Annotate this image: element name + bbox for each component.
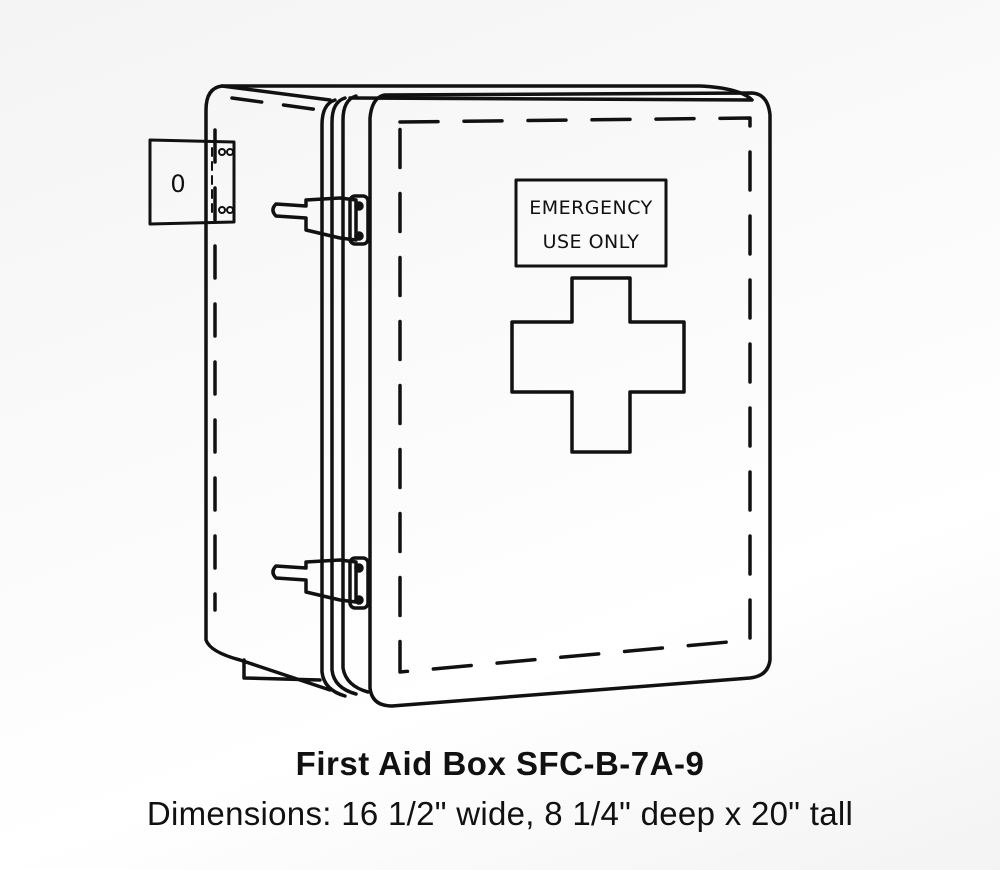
lower-hinge-plate bbox=[348, 556, 370, 610]
front-door bbox=[368, 91, 772, 708]
emergency-sign bbox=[514, 178, 668, 268]
door-frame-inner bbox=[341, 94, 370, 694]
lower-latch bbox=[271, 558, 358, 604]
sign-line-1: EMERGENCY bbox=[529, 197, 653, 219]
side-dashes bbox=[230, 96, 322, 112]
product-title: First Aid Box SFC-B-7A-9 bbox=[295, 745, 705, 782]
box-side-panel bbox=[204, 84, 754, 692]
cross-symbol bbox=[510, 276, 686, 454]
hasp-rivet bbox=[218, 148, 226, 156]
lower-hinge-screw bbox=[354, 563, 364, 573]
box-foot bbox=[242, 658, 322, 682]
upper-hinge-plate bbox=[348, 194, 370, 246]
upper-hinge-screw bbox=[354, 231, 364, 241]
upper-hinge-screw bbox=[354, 201, 364, 211]
hasp-mark: 0 bbox=[170, 170, 185, 198]
first-aid-box-illustration: EMERGENCY USE ONLY 0 bbox=[148, 84, 772, 708]
upper-latch bbox=[271, 196, 358, 242]
door-dashed-border bbox=[398, 116, 752, 674]
hasp-rivet bbox=[226, 206, 234, 214]
box-top-edge bbox=[220, 84, 332, 102]
lower-hinge-screw bbox=[354, 595, 364, 605]
sign-line-2: USE ONLY bbox=[543, 231, 640, 253]
door-frame-mid bbox=[330, 96, 358, 696]
door-frame-outer bbox=[320, 98, 347, 698]
first-aid-box-drawing: EMERGENCY USE ONLY 0 bbox=[148, 84, 772, 708]
product-dimensions: Dimensions: 16 1/2" wide, 8 1/4" deep x … bbox=[146, 795, 854, 832]
hasp-plate bbox=[148, 138, 236, 226]
hasp-rivet bbox=[218, 206, 226, 214]
hasp-rivet bbox=[226, 148, 234, 156]
